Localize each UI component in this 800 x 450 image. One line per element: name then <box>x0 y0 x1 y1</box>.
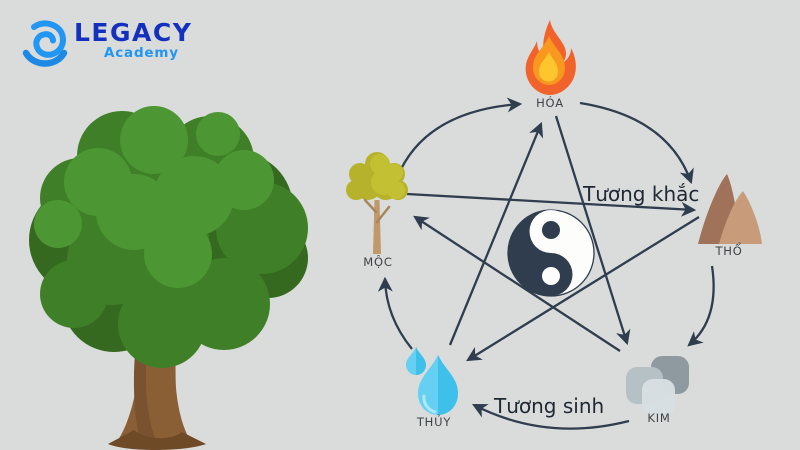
element-label-tho: THỔ <box>715 244 743 258</box>
element-label-hoa: HÓA <box>536 96 564 110</box>
water-drops-icon <box>406 347 458 415</box>
element-label-thuy: THỦY <box>416 415 452 429</box>
big-green-tree-illustration <box>29 106 308 450</box>
element-label-kim: KIM <box>647 411 671 425</box>
logo-title: LEGACY <box>74 18 193 47</box>
destruction-cycle-arrows <box>406 115 700 362</box>
small-tree-icon <box>346 152 408 254</box>
logo-subtitle: Academy <box>104 45 179 61</box>
generation-cycle-arrows <box>377 97 715 430</box>
generation-cycle-label: Tương sinh <box>494 394 605 418</box>
mountain-icon <box>698 174 762 244</box>
legacy-g-swoosh-icon <box>22 20 68 67</box>
metal-stones-icon <box>626 356 689 416</box>
destruction-cycle-label: Tương khắc <box>583 182 700 206</box>
yin-yang-icon <box>507 209 595 297</box>
fire-icon <box>525 20 576 95</box>
logo: LEGACY Academy <box>8 8 238 72</box>
element-label-moc: MỘC <box>363 255 393 269</box>
